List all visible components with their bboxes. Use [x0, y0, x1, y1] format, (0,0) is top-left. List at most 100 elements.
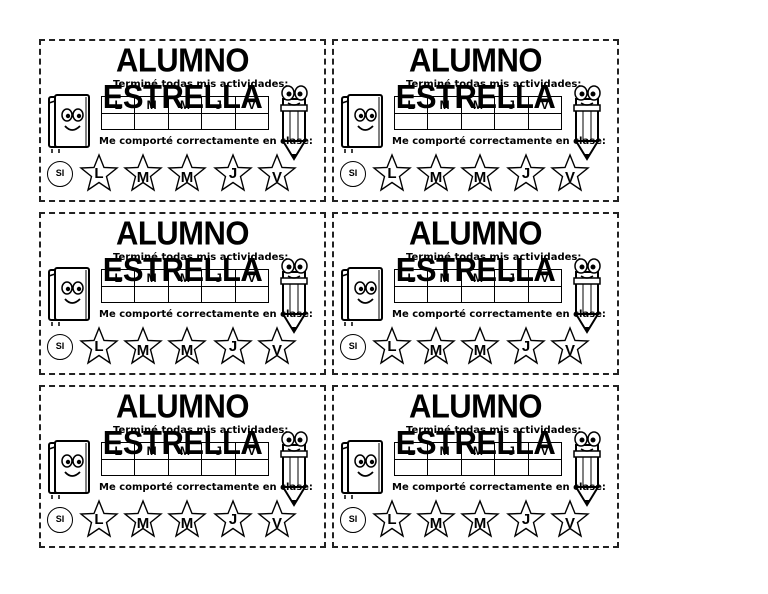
star-icon — [213, 153, 253, 192]
star-day-m1[interactable]: M — [416, 326, 456, 366]
star-day-j[interactable]: J — [506, 153, 546, 193]
star-day-m1[interactable]: M — [416, 499, 456, 539]
book-character-icon — [341, 440, 383, 499]
check-cell[interactable] — [201, 113, 236, 130]
star-letter: J — [228, 338, 238, 355]
star-icon — [416, 153, 456, 192]
check-cell[interactable] — [393, 459, 429, 476]
star-day-m2[interactable]: M — [167, 326, 207, 366]
star-day-l[interactable]: L — [372, 326, 412, 366]
star-day-j[interactable]: J — [506, 326, 546, 366]
star-day-v[interactable]: V — [257, 326, 297, 366]
check-cell[interactable] — [527, 113, 563, 130]
si-circle: SI — [47, 334, 73, 360]
activities-day-table: L M M J V — [393, 442, 563, 476]
check-cell[interactable] — [167, 113, 203, 130]
check-cell[interactable] — [201, 459, 236, 476]
day-cell: J — [494, 442, 529, 460]
star-day-m2[interactable]: M — [460, 326, 500, 366]
si-circle: SI — [47, 507, 73, 533]
star-day-m1[interactable]: M — [123, 499, 163, 539]
check-cell[interactable] — [167, 286, 203, 303]
pencil-character-icon — [573, 85, 601, 161]
star-day-j[interactable]: J — [213, 326, 253, 366]
day-cell: M — [427, 96, 462, 114]
star-letter: J — [521, 338, 531, 355]
star-letter: J — [228, 511, 238, 528]
check-cell[interactable] — [427, 286, 462, 303]
day-cell: M — [427, 442, 462, 460]
star-day-l[interactable]: L — [79, 326, 119, 366]
star-day-j[interactable]: J — [506, 499, 546, 539]
activities-day-table: L M M J V — [100, 442, 270, 476]
check-cell[interactable] — [427, 459, 462, 476]
check-cell[interactable] — [234, 286, 270, 303]
star-letter: L — [387, 338, 397, 355]
activities-label: Terminé todas mis actividades: — [113, 425, 289, 436]
activities-label: Terminé todas mis actividades: — [113, 79, 289, 90]
day-cell: M — [427, 269, 462, 287]
day-cell: V — [234, 96, 270, 114]
check-cell[interactable] — [460, 113, 496, 130]
star-day-v[interactable]: V — [550, 326, 590, 366]
day-cell: J — [201, 269, 236, 287]
check-cell[interactable] — [460, 286, 496, 303]
check-cell[interactable] — [100, 459, 136, 476]
check-cell[interactable] — [527, 459, 563, 476]
check-cell[interactable] — [134, 286, 169, 303]
star-day-l[interactable]: L — [79, 499, 119, 539]
check-cell[interactable] — [167, 459, 203, 476]
day-cell: M — [460, 269, 496, 287]
check-cell[interactable] — [234, 113, 270, 130]
activities-label: Terminé todas mis actividades: — [406, 79, 582, 90]
check-cell[interactable] — [494, 286, 529, 303]
star-icon — [123, 326, 163, 365]
day-cell: L — [100, 96, 136, 114]
day-cell: M — [134, 96, 169, 114]
star-day-v[interactable]: V — [257, 153, 297, 193]
check-cell[interactable] — [393, 286, 429, 303]
star-day-m2[interactable]: M — [460, 499, 500, 539]
star-day-l[interactable]: L — [372, 153, 412, 193]
activities-day-table: L M M J V — [100, 96, 270, 130]
star-day-m2[interactable]: M — [460, 153, 500, 193]
star-letter: V — [271, 515, 282, 532]
check-cell[interactable] — [527, 286, 563, 303]
star-day-v[interactable]: V — [550, 153, 590, 193]
star-day-l[interactable]: L — [372, 499, 412, 539]
day-cell: J — [201, 96, 236, 114]
day-cell: M — [167, 96, 203, 114]
behavior-label: Me comporté correctamente en clase: — [99, 309, 313, 320]
star-day-m1[interactable]: M — [123, 326, 163, 366]
star-day-v[interactable]: V — [550, 499, 590, 539]
day-cell: L — [393, 96, 429, 114]
check-cell[interactable] — [100, 286, 136, 303]
check-cell[interactable] — [494, 459, 529, 476]
star-day-m1[interactable]: M — [416, 153, 456, 193]
pencil-character-icon — [573, 258, 601, 334]
star-day-l[interactable]: L — [79, 153, 119, 193]
star-day-m1[interactable]: M — [123, 153, 163, 193]
star-day-j[interactable]: J — [213, 499, 253, 539]
star-student-card: ALUMNO ESTRELLA Terminé todas mis activi… — [39, 39, 326, 202]
day-cell: J — [201, 442, 236, 460]
check-cell[interactable] — [100, 113, 136, 130]
check-cell[interactable] — [460, 459, 496, 476]
star-day-v[interactable]: V — [257, 499, 297, 539]
check-cell[interactable] — [234, 459, 270, 476]
check-cell[interactable] — [393, 113, 429, 130]
day-cell: V — [234, 269, 270, 287]
check-cell[interactable] — [134, 113, 169, 130]
check-cell[interactable] — [134, 459, 169, 476]
day-cell: M — [134, 269, 169, 287]
star-day-m2[interactable]: M — [167, 153, 207, 193]
check-cell[interactable] — [427, 113, 462, 130]
check-cell[interactable] — [494, 113, 529, 130]
check-cell[interactable] — [201, 286, 236, 303]
star-letter: V — [564, 342, 575, 359]
star-letter: L — [94, 338, 104, 355]
day-cell: V — [527, 442, 563, 460]
star-day-m2[interactable]: M — [167, 499, 207, 539]
star-student-card: ALUMNO ESTRELLA Terminé todas mis activi… — [332, 212, 619, 375]
star-day-j[interactable]: J — [213, 153, 253, 193]
